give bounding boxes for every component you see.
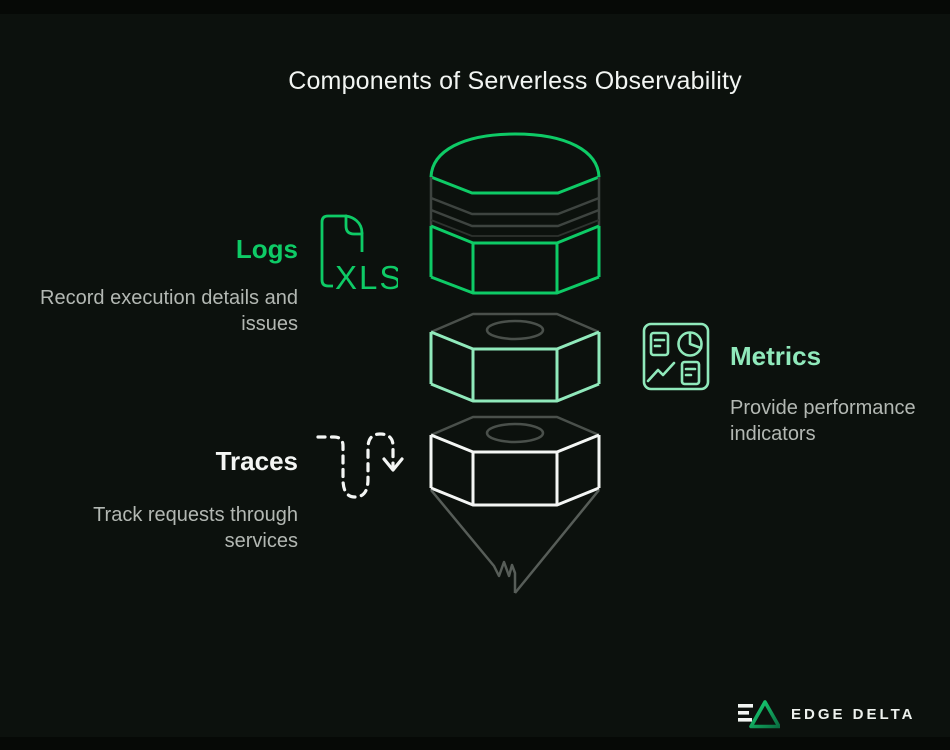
edge-delta-mark-icon	[738, 700, 780, 729]
metrics-section: Metrics Provide performance indicators	[730, 341, 945, 447]
brand-name: EDGE DELTA	[791, 705, 916, 723]
metrics-description: Provide performance indicators	[730, 397, 916, 445]
route-arrow-icon	[316, 432, 404, 499]
logs-label: Logs	[235, 234, 298, 264]
traces-layer-shape	[429, 415, 601, 507]
logs-layer-shape	[429, 132, 601, 295]
traces-description: Track requests through services	[93, 504, 298, 552]
xls-file-icon: XLS	[320, 214, 398, 296]
top-letterbox	[0, 0, 950, 14]
metrics-label: Metrics	[730, 341, 822, 371]
brand-logo: EDGE DELTA	[738, 698, 915, 730]
page-title: Components of Serverless Observability	[288, 67, 742, 95]
funnel-shape	[430, 489, 600, 594]
observability-stack-illustration	[429, 132, 601, 594]
bottom-letterbox	[0, 737, 950, 750]
metrics-layer-shape	[429, 312, 601, 403]
traces-section: Traces Track requests through services	[0, 446, 298, 554]
logs-section: Logs Record execution details and issues	[0, 234, 298, 337]
logs-description: Record execution details and issues	[40, 287, 298, 335]
dashboard-icon	[642, 322, 710, 391]
traces-label: Traces	[215, 446, 298, 476]
svg-text:XLS: XLS	[335, 259, 398, 296]
